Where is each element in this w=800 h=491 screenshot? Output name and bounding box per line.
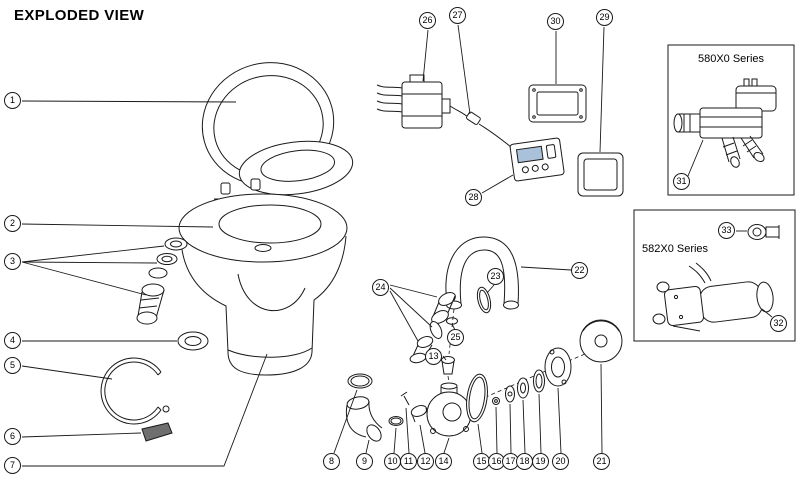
callout-18: 18	[516, 453, 533, 470]
inlet-fittings-drawing	[409, 292, 458, 391]
leader-lines	[21, 24, 773, 467]
callout-2: 2	[4, 215, 21, 232]
panel-bezel-drawing	[577, 152, 624, 197]
callout-30: 30	[547, 13, 564, 30]
callout-11: 11	[400, 453, 417, 470]
mounting-hardware-drawing	[100, 237, 209, 442]
callout-22: 22	[571, 262, 588, 279]
toilet-seat	[238, 140, 354, 196]
cable-connector	[466, 111, 481, 125]
callout-19: 19	[532, 453, 549, 470]
callout-29: 29	[596, 9, 613, 26]
callout-10: 10	[384, 453, 401, 470]
callout-26: 26	[419, 12, 436, 29]
impeller	[505, 385, 515, 403]
callout-27: 27	[449, 7, 466, 24]
pump-housing	[426, 382, 472, 437]
base-gasket	[177, 331, 209, 351]
clamp-ring	[100, 357, 170, 425]
toilet-drawing	[178, 62, 354, 376]
callout-9: 9	[356, 453, 373, 470]
callout-13: 13	[425, 348, 442, 365]
toilet-base	[178, 193, 348, 376]
hose-clamp	[476, 286, 492, 314]
small-gasket	[446, 317, 458, 325]
series-580x0-label: 580X0 Series	[697, 53, 765, 65]
pump-assembly-drawing	[345, 319, 623, 442]
callout-20: 20	[552, 453, 569, 470]
screw	[400, 391, 410, 406]
solenoid-valve-drawing	[673, 78, 777, 168]
callout-8: 8	[323, 453, 340, 470]
callout-33: 33	[718, 222, 735, 239]
water-pump-drawing	[652, 262, 774, 332]
port-flange	[410, 405, 429, 423]
inlet-elbow	[136, 283, 165, 325]
callout-6: 6	[4, 428, 21, 445]
callout-32: 32	[770, 315, 787, 332]
end-cover	[544, 347, 572, 387]
wear-plate	[517, 377, 529, 399]
callout-24: 24	[372, 279, 389, 296]
page-title: EXPLODED VIEW	[14, 7, 145, 24]
callout-4: 4	[4, 332, 21, 349]
callout-7: 7	[4, 457, 21, 474]
callout-21: 21	[593, 453, 610, 470]
control-panel-drawing	[509, 137, 565, 182]
series-580-box	[667, 44, 795, 196]
callout-23: 23	[487, 268, 504, 285]
fitting-drawing	[747, 224, 780, 240]
joker-valve	[441, 356, 455, 375]
panel-button	[521, 166, 529, 174]
hinge	[250, 178, 261, 191]
callout-3: 3	[4, 253, 21, 270]
gasket	[533, 369, 545, 393]
panel-button	[541, 163, 549, 171]
callout-1: 1	[4, 92, 21, 109]
series-582-box	[633, 209, 796, 342]
washer	[492, 397, 500, 405]
wall-plate-drawing	[528, 84, 587, 123]
motor	[579, 319, 623, 363]
discharge-elbow-drawing	[445, 236, 519, 314]
rubber-hose	[345, 396, 383, 442]
callout-28: 28	[465, 189, 482, 206]
o-ring	[466, 373, 488, 423]
panel-screen	[515, 145, 544, 164]
series-582x0-label: 582X0 Series	[642, 243, 709, 255]
hose-clamp	[347, 373, 373, 389]
small-clamp	[388, 416, 404, 426]
panel-button	[531, 164, 539, 172]
callout-14: 14	[435, 453, 452, 470]
control-module-drawing	[376, 74, 512, 148]
callout-31: 31	[673, 173, 690, 190]
callout-12: 12	[417, 453, 434, 470]
callout-25: 25	[447, 329, 464, 346]
rubber-block	[141, 422, 173, 442]
callout-5: 5	[4, 357, 21, 374]
hinge	[220, 182, 231, 195]
